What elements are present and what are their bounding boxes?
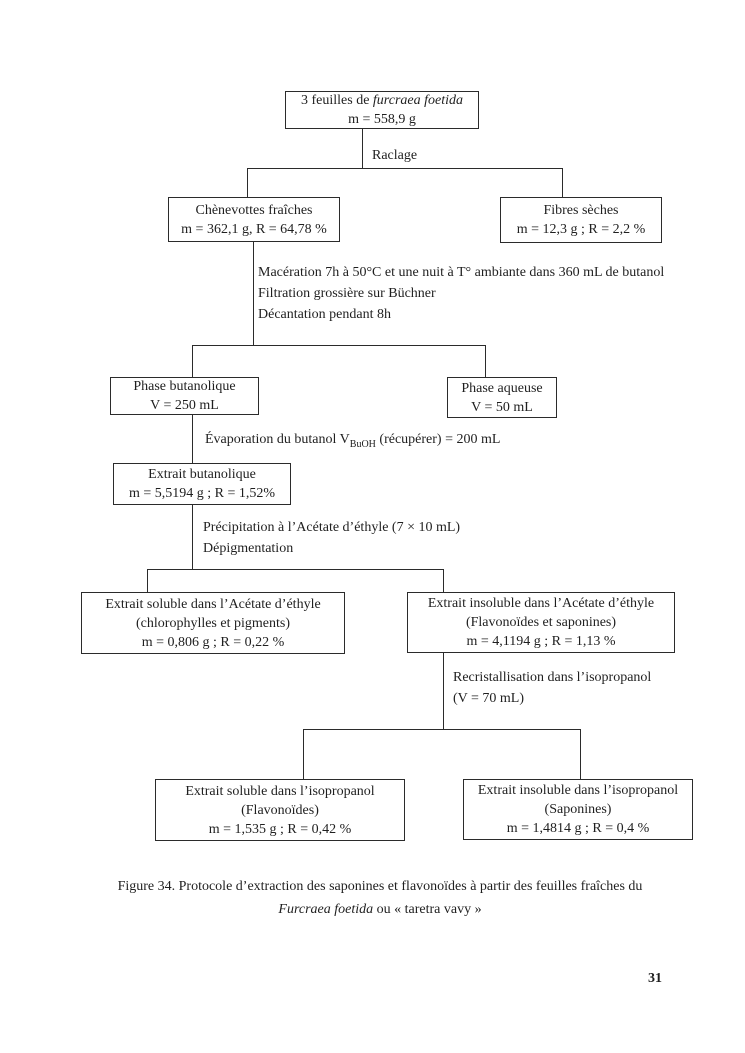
connector-split4-right-drop [580, 729, 581, 779]
node-title: Extrait soluble dans l’Acétate d’éthyle [105, 596, 321, 612]
process-label-precipitation: Précipitation à l’Acétate d’éthyle (7 × … [203, 517, 460, 559]
node-feuilles-root: 3 feuilles de furcraea foetida m = 558,9… [285, 91, 479, 129]
node-extrait-insoluble-acetate: Extrait insoluble dans l’Acétate d’éthyl… [407, 592, 675, 653]
connector-split4-horizontal [303, 729, 581, 730]
caption-rest: ou « taretra vavy » [373, 902, 482, 917]
depigmentation-line: Dépigmentation [203, 541, 294, 556]
connector-split2-horizontal [192, 345, 486, 346]
page-number: 31 [648, 971, 662, 986]
figure-caption: Figure 34. Protocole d’extraction des sa… [85, 875, 675, 921]
precipitation-line: Précipitation à l’Acétate d’éthyle (7 × … [203, 520, 461, 535]
node-fibres-seches: Fibres sèches m = 12,3 g ; R = 2,2 % [500, 197, 662, 243]
figure-caption-line2: Furcraea foetida ou « taretra vavy » [85, 898, 675, 921]
figure-caption-line1: Figure 34. Protocole d’extraction des sa… [117, 879, 643, 894]
node-extrait-insoluble-isopropanol: Extrait insoluble dans l’isopropanol (Sa… [463, 779, 693, 840]
connector-split1-horizontal [247, 168, 563, 169]
node-subtitle: (Flavonoïdes) [241, 802, 319, 818]
node-text: 3 feuilles de [301, 93, 373, 108]
species-name-italic: furcraea foetida [372, 93, 463, 108]
node-subtitle: (Saponines) [544, 802, 612, 817]
node-phase-aqueuse: Phase aqueuse V = 50 mL [447, 377, 557, 418]
node-mass: m = 558,9 g [348, 112, 416, 127]
node-phase-butanolique: Phase butanolique V = 250 mL [110, 377, 259, 415]
process-label-recristallisation: Recristallisation dans l’isopropanol (V … [453, 667, 651, 709]
node-subtitle: (chlorophylles et pigments) [136, 615, 290, 631]
connector-insoluble-acetate-stem [443, 653, 444, 729]
node-volume: V = 250 mL [150, 398, 219, 413]
connector-split3-left-drop [147, 569, 148, 593]
node-extrait-soluble-acetate: Extrait soluble dans l’Acétate d’éthyle … [81, 592, 345, 654]
node-title: Phase aqueuse [461, 380, 543, 396]
node-title: Extrait insoluble dans l’Acétate d’éthyl… [427, 596, 655, 611]
connector-split3-horizontal [147, 569, 444, 570]
node-mass: m = 5,5194 g ; R = 1,52% [128, 486, 276, 501]
recristallisation-volume: (V = 70 mL) [453, 691, 525, 706]
node-mass: m = 0,806 g ; R = 0,22 % [141, 634, 285, 650]
connector-split2-right-drop [485, 345, 486, 377]
connector-chenevottes-stem [253, 242, 254, 345]
node-subtitle: (Flavonoïdes et saponines) [465, 615, 617, 630]
node-title: Extrait insoluble dans l’isopropanol [477, 783, 679, 798]
connector-split3-right-drop [443, 569, 444, 593]
node-title: Extrait butanolique [148, 467, 256, 482]
node-volume: V = 50 mL [471, 399, 533, 415]
filtration-line: Filtration grossière sur Büchner [258, 286, 436, 301]
connector-phase-butanolique-stem [192, 415, 193, 463]
connector-split2-left-drop [192, 345, 193, 377]
node-title: Chènevottes fraîches [195, 202, 313, 218]
recristallisation-line: Recristallisation dans l’isopropanol [453, 670, 652, 685]
species-name-italic: Furcraea foetida [278, 902, 374, 917]
connector-split4-left-drop [303, 729, 304, 779]
node-extrait-soluble-isopropanol: Extrait soluble dans l’isopropanol (Flav… [155, 779, 405, 841]
node-title: Fibres sèches [543, 203, 619, 218]
connector-split1-right-drop [562, 168, 563, 197]
buoh-subscript: BuOH [349, 438, 376, 450]
node-line: 3 feuilles de furcraea foetida [288, 91, 476, 110]
node-title: Extrait soluble dans l’isopropanol [185, 783, 375, 799]
node-mass: m = 362,1 g, R = 64,78 % [181, 221, 327, 237]
connector-split1-left-drop [247, 168, 248, 197]
node-title: Phase butanolique [133, 379, 236, 394]
node-mass: m = 12,3 g ; R = 2,2 % [516, 222, 646, 237]
evaporation-text: Évaporation du butanol V [205, 432, 350, 447]
evaporation-text-end: (récupérer) = 200 mL [375, 432, 501, 447]
process-label-raclage: Raclage [372, 148, 418, 163]
process-label-maceration: Macération 7h à 50°C et une nuit à T° am… [258, 262, 672, 325]
node-mass: m = 4,1194 g ; R = 1,13 % [466, 634, 616, 649]
node-mass: m = 1,535 g ; R = 0,42 % [208, 821, 352, 837]
decantation-line: Décantation pendant 8h [258, 307, 391, 322]
node-chenevottes: Chènevottes fraîches m = 362,1 g, R = 64… [168, 197, 340, 242]
node-mass: m = 1,4814 g ; R = 0,4 % [506, 821, 650, 836]
process-label-evaporation: Évaporation du butanol VBuOH (récupérer)… [205, 429, 500, 450]
maceration-paragraph: Macération 7h à 50°C et une nuit à T° am… [258, 265, 665, 280]
connector-extrait-butanolique-stem [192, 505, 193, 569]
node-extrait-butanolique: Extrait butanolique m = 5,5194 g ; R = 1… [113, 463, 291, 505]
connector-root-stem [362, 129, 363, 168]
